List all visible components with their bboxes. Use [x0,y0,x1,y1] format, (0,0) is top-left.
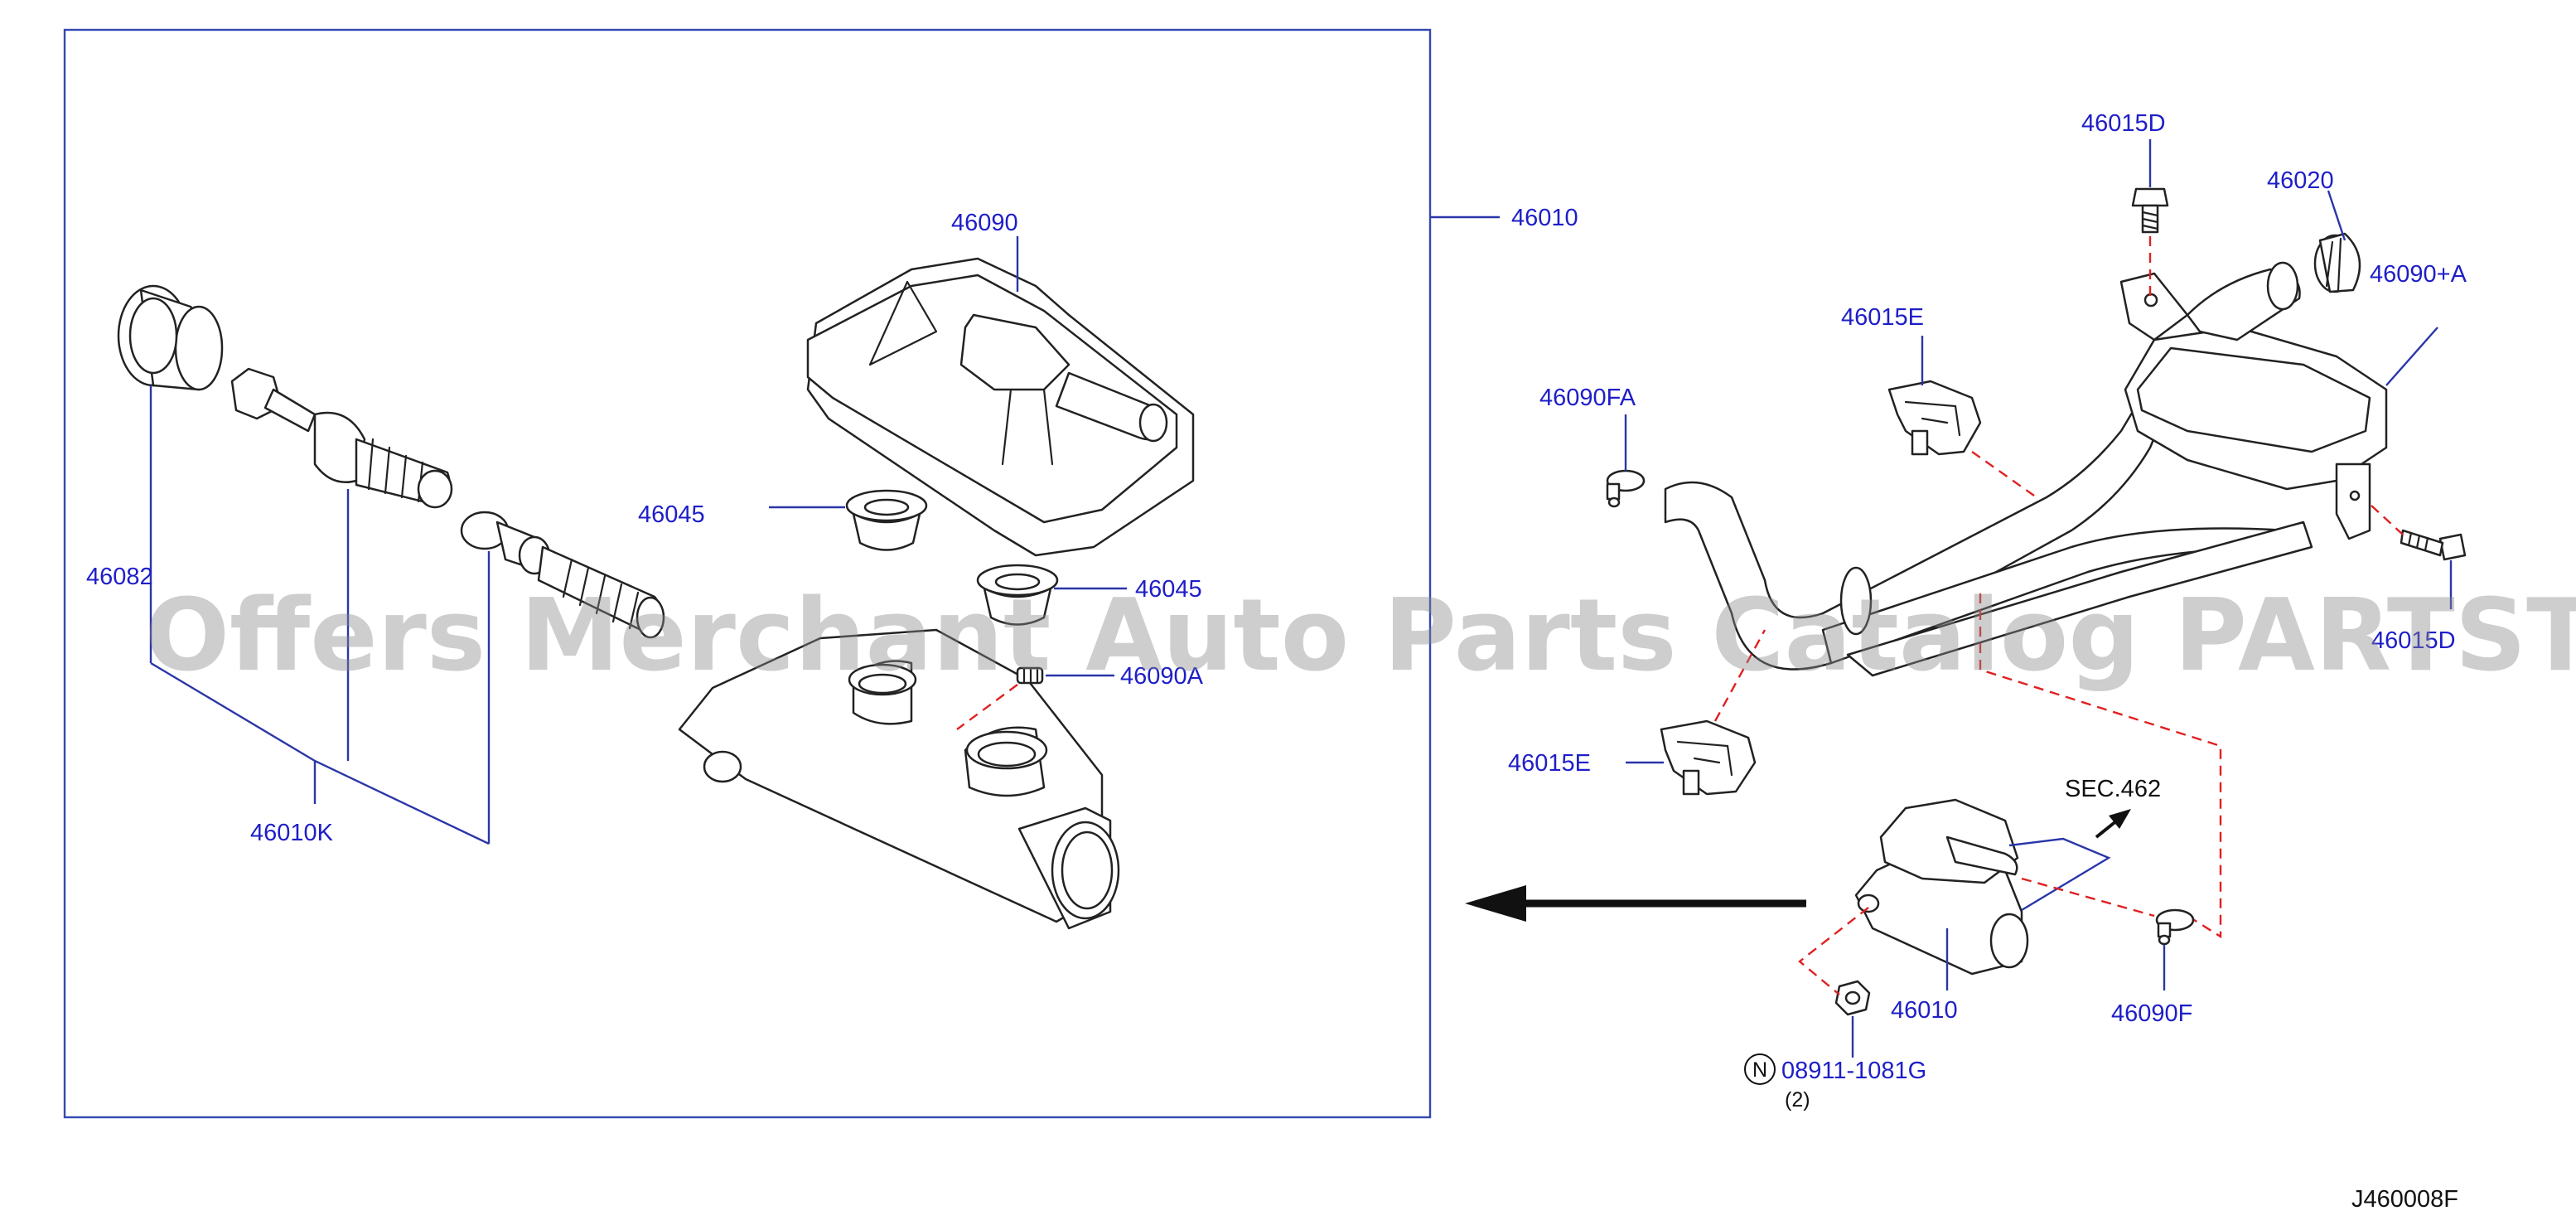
bleeder-screw-46090A[interactable] [1016,666,1044,685]
dash-46090A [956,684,1018,730]
secondary-piston-46010K[interactable] [460,511,665,639]
dash-46090F [2021,877,2155,918]
bolt-46015D-top[interactable] [2131,187,2169,234]
nut-n-symbol: N [1744,1053,1776,1085]
diagram-code: J460008F [2351,1186,2458,1213]
hose-clip-46015E-top[interactable] [1887,380,1982,456]
leader-46020 [2327,190,2346,241]
boot-46082[interactable] [117,284,224,391]
leader-46090plusA [2385,327,2438,386]
label-46045-b[interactable]: 46045 [1135,576,1202,603]
primary-piston-46010K[interactable] [230,367,453,509]
bolt-46015D-right[interactable] [2400,529,2467,561]
watermark: Offers Merchant Auto Parts Catalog PARTS… [145,579,2576,694]
dash-46015D-right [2371,505,2404,535]
label-08911-1081G[interactable]: 08911-1081G [1781,1058,1926,1084]
reservoir-hoses[interactable] [1664,388,2313,677]
label-46090F[interactable]: 46090F [2111,1000,2192,1027]
grommet-46045-b[interactable] [976,564,1059,626]
hose-clamp-46090F[interactable] [2155,908,2195,946]
label-46015E-top[interactable]: 46015E [1841,304,1924,331]
master-cylinder-body[interactable] [678,628,1120,930]
dash-08911 [1798,907,1869,995]
label-46045-a[interactable]: 46045 [638,501,705,528]
sec462-reference [2008,809,2131,912]
label-46090[interactable]: 46090 [951,210,1018,236]
dash-46015E-bottom [1713,629,1766,722]
label-46090plusA[interactable]: 46090+A [2370,261,2467,288]
label-46015D-right[interactable]: 46015D [2371,627,2456,654]
label-46020[interactable]: 46020 [2267,167,2334,194]
master-cylinder-46010-small[interactable] [1854,798,2029,976]
label-46082[interactable]: 46082 [86,564,153,590]
exploded-view-frame [63,28,1432,1119]
label-sec462[interactable]: SEC.462 [2065,776,2161,802]
hose-clip-46015E-bottom[interactable] [1660,719,1757,796]
direction-arrow [1465,885,1806,922]
nut-08911-1081G[interactable] [1834,980,1871,1016]
label-46010-small[interactable]: 46010 [1891,997,1958,1024]
leader-46010K [150,489,491,845]
svg-text:N: N [1752,1058,1767,1082]
hose-clamp-46090FA[interactable] [1606,469,1646,508]
label-46090FA[interactable]: 46090FA [1539,385,1636,411]
label-46090A[interactable]: 46090A [1120,663,1204,690]
label-quantity: (2) [1785,1088,1810,1111]
reservoir-tank-46090[interactable] [806,257,1195,557]
dash-46015E-top [1971,451,2035,496]
label-46015E-bottom[interactable]: 46015E [1508,750,1591,777]
dash-hose-routing [1979,593,2222,939]
grommet-46045-a[interactable] [845,489,928,551]
label-46010K[interactable]: 46010K [250,820,334,846]
reservoir-46090plusA[interactable] [2119,261,2388,540]
label-46015D-top[interactable]: 46015D [2081,110,2166,137]
reservoir-cap-46020[interactable] [2313,232,2361,293]
label-46010-box[interactable]: 46010 [1511,205,1578,231]
